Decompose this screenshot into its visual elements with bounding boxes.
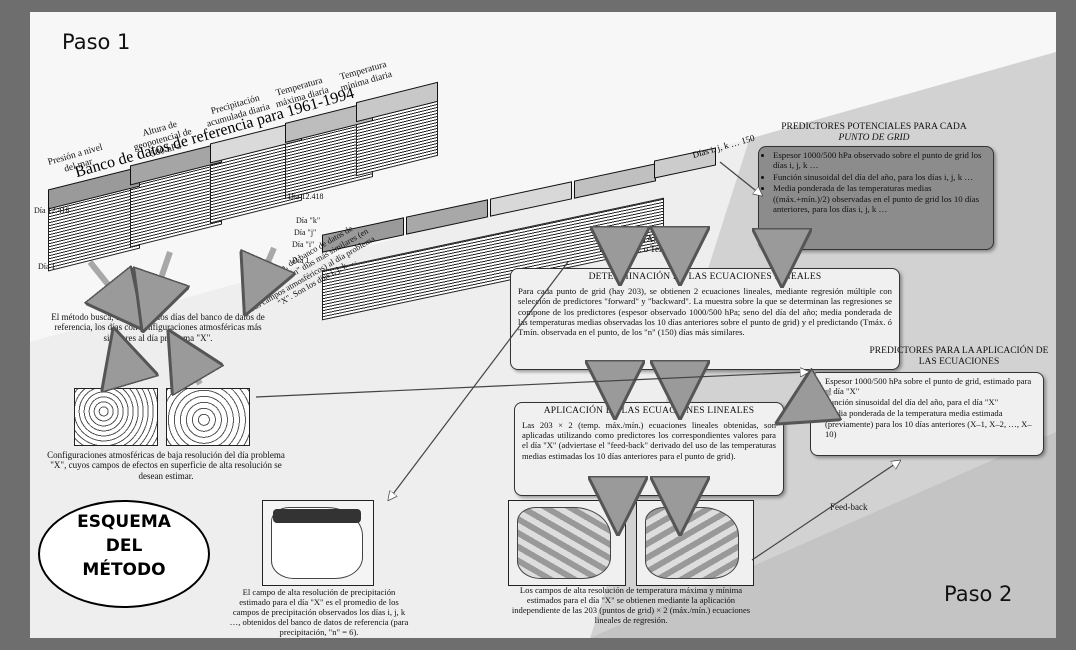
campo-precip-text: El campo de alta resolución de precipita… xyxy=(229,587,409,637)
esquema-line-2: DEL xyxy=(105,536,143,556)
esquema-oval: ESQUEMA DEL MÉTODO xyxy=(38,500,210,608)
low-res-map-2 xyxy=(166,388,250,446)
pred-aplic-item-2: Función sinusoidal del día del año, para… xyxy=(825,397,1037,407)
pred-pot-item-2: Función sinusoidal del día del año, para… xyxy=(773,172,987,182)
precip-output-map xyxy=(262,500,374,586)
aplicacion-title: APLICACIÓN DE LAS ECUACIONES LINEALES xyxy=(543,406,755,416)
determinacion-box: DETERMINACIÓN DE LAS ECUACIONES LINEALES… xyxy=(510,268,900,370)
pred-aplic-title-line1: PREDICTORES PARA LA APLICACIÓN DE xyxy=(869,346,1049,356)
esquema-line-1: ESQUEMA xyxy=(77,512,171,532)
pred-aplic-item-1: Espesor 1000/500 hPa sobre el punto de g… xyxy=(825,376,1037,396)
esquema-line-3: MÉTODO xyxy=(82,560,166,580)
feedback-label: Feed-back xyxy=(830,502,868,512)
paso-1-label: Paso 1 xyxy=(62,30,131,54)
dia-label-mid-j: Día "j" xyxy=(294,228,317,237)
dia-label-mid-i: Día "i" xyxy=(292,240,315,249)
predictandos-title: PREDICTANDOS: xyxy=(609,234,681,244)
tmax-output-map xyxy=(508,500,626,586)
determinacion-body: Para cada punto de grid (hay 203), se ob… xyxy=(518,286,892,338)
dia-label-mid-1: Día 1 xyxy=(292,256,310,265)
diagram-canvas: Paso 1 Paso 2 Banco de datos de referenc… xyxy=(30,12,1056,638)
predictandos-subtitle: Temp. Máx. o Temp. Mín. xyxy=(597,244,693,255)
pred-pot-title: PREDICTORES POTENCIALES PARA CADA PUNTO … xyxy=(758,122,990,144)
pred-aplic-item-3: Media ponderada de la temperatura media … xyxy=(825,408,1037,438)
pred-pot-item-1: Espesor 1000/500 hPa observado sobre el … xyxy=(773,150,987,171)
pred-aplic-box: Espesor 1000/500 hPa sobre el punto de g… xyxy=(810,372,1044,456)
determinacion-title: DETERMINACIÓN DE LAS ECUACIONES LINEALES xyxy=(588,272,822,282)
tmin-output-map xyxy=(636,500,754,586)
paso-2-label: Paso 2 xyxy=(944,582,1013,606)
aplicacion-box: APLICACIÓN DE LAS ECUACIONES LINEALES La… xyxy=(514,402,784,496)
dia-label-left-bottom: Día 1 xyxy=(38,262,56,271)
pred-pot-title-line2: PUNTO DE GRID xyxy=(838,132,910,143)
predictandos-label: PREDICTANDOS: Temp. Máx. o Temp. Mín. xyxy=(585,234,705,255)
metodo-busca-text: El método busca, entre todos los días de… xyxy=(51,312,265,343)
aplicacion-body: Las 203 × 2 (temp. máx./mín.) ecuaciones… xyxy=(522,420,776,461)
pred-pot-title-line1: PREDICTORES POTENCIALES PARA CADA xyxy=(781,122,967,132)
dia-label-left-top: Día 12.418 xyxy=(34,206,70,215)
pred-aplic-title-line2: LAS ECUACIONES xyxy=(918,356,1000,367)
dia-label-mid-0: Día 12.418 xyxy=(288,192,324,201)
dia-label-mid-k: Día "k" xyxy=(296,216,321,225)
config-baja-text: Configuraciones atmosféricas de baja res… xyxy=(47,450,285,481)
pred-pot-box: Espesor 1000/500 hPa observado sobre el … xyxy=(758,146,994,250)
pred-aplic-title: PREDICTORES PARA LA APLICACIÓN DE LAS EC… xyxy=(864,346,1054,368)
campos-temp-text: Los campos de alta resolución de tempera… xyxy=(511,585,751,625)
low-res-map-1 xyxy=(74,388,158,446)
pred-pot-item-3: Media ponderada de las temperaturas medi… xyxy=(773,183,987,214)
